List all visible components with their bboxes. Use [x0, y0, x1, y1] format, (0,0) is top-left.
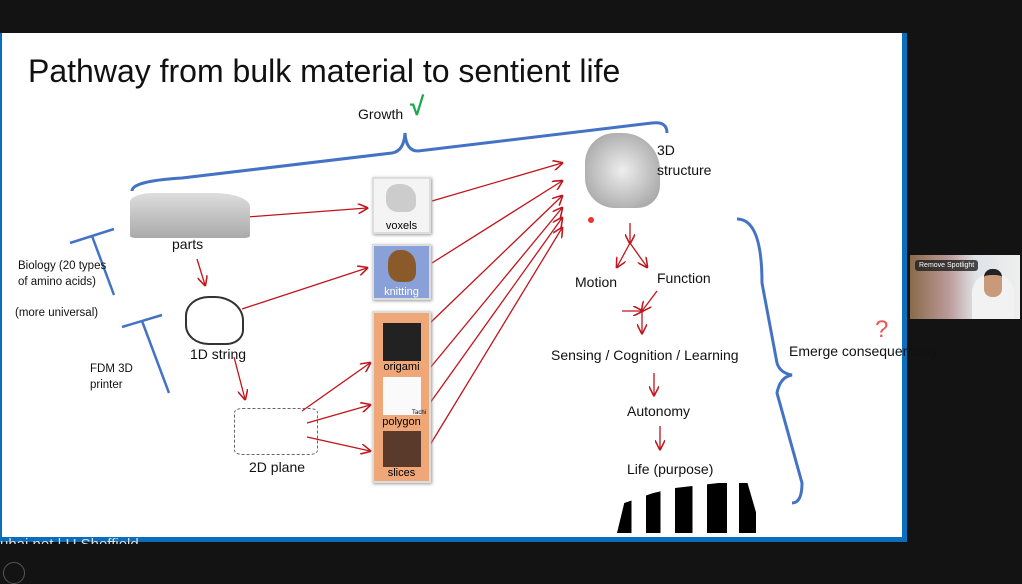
voxels-label: voxels — [385, 220, 418, 232]
knitting-label: knitting — [384, 286, 419, 298]
function-label: Function — [657, 270, 711, 286]
check-icon: √ — [410, 91, 425, 121]
remove-spotlight-button[interactable]: Remove Spotlight — [915, 260, 979, 271]
slices-label: slices — [387, 467, 416, 479]
slide-footer: uhai.net | U Sheffield — [0, 536, 139, 544]
diagram-arrows — [69, 121, 804, 505]
universal-label: (more universal) — [15, 307, 99, 319]
autonomy-label: Autonomy — [627, 403, 691, 419]
parts-label: parts — [172, 236, 204, 252]
biology-label: Biology (20 types of amino acids) — [18, 260, 107, 288]
growth-label: Growth — [358, 106, 404, 122]
consequence-brace — [736, 217, 804, 505]
origami-label: origami — [383, 361, 420, 373]
sensing-label: Sensing / Cognition / Learning — [551, 347, 739, 363]
question-mark-icon: ? — [875, 316, 889, 343]
voxels-card: voxels — [372, 177, 431, 234]
participant-video[interactable]: Remove Spotlight — [910, 255, 1020, 319]
parts-image — [130, 193, 250, 238]
life-label: Life (purpose) — [627, 461, 714, 477]
motion-label: Motion — [575, 274, 618, 290]
polygon-label: polygon — [382, 416, 421, 428]
slide-title: Pathway from bulk material to sentient l… — [28, 53, 621, 89]
bunny-image — [585, 133, 660, 208]
toolbar-icon[interactable] — [3, 562, 25, 584]
presentation-slide: Pathway from bulk material to sentient l… — [0, 33, 938, 542]
participant-head — [984, 269, 1002, 297]
growth-brace — [130, 121, 669, 192]
knitting-card: knitting — [372, 244, 431, 300]
string-label: 1D string — [190, 346, 247, 362]
tachi-credit: Tachi — [411, 410, 426, 416]
laser-pointer — [588, 217, 594, 223]
emerge-label: Emerge consequentially — [789, 343, 939, 359]
string-image — [185, 296, 244, 345]
fdm-label: FDM 3D printer — [90, 363, 133, 391]
plane-label: 2D plane — [249, 459, 306, 475]
structure-label: 3D structure — [657, 142, 712, 178]
plane-image — [234, 408, 318, 455]
